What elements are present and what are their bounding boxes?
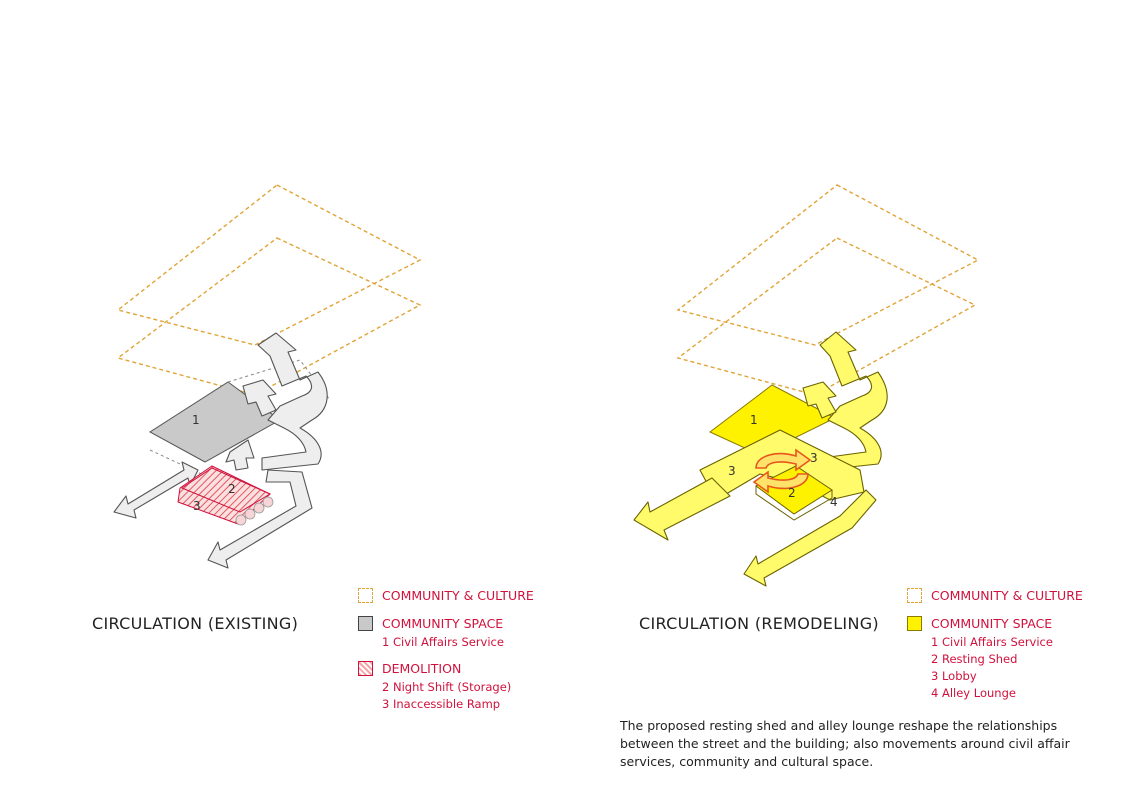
zone-label-4-r: 4 — [830, 495, 838, 509]
arrow-up-main — [257, 332, 328, 471]
culture-swatch — [907, 587, 922, 603]
circulation-arrows — [113, 332, 328, 569]
legend-culture-row: COMMUNITY & CULTURE — [907, 585, 1083, 605]
space-swatch — [358, 615, 373, 631]
loop-arrow-top — [755, 448, 812, 472]
remodeling-diagram: 1 2 3 3 4 — [633, 184, 980, 587]
legend-culture-row: COMMUNITY & CULTURE — [358, 585, 534, 605]
arrow-up-secondary — [242, 379, 277, 417]
zone-label-1-r: 1 — [750, 413, 758, 427]
legend-demolition-row: DEMOLITION — [358, 658, 534, 678]
legend-existing: COMMUNITY & CULTURE COMMUNITY SPACE 1 Ci… — [358, 585, 534, 712]
arrow-up-secondary-r — [802, 381, 837, 419]
inaccessible-ramp-3 — [235, 496, 274, 526]
title-remodeling: CIRCULATION (REMODELING) — [639, 614, 879, 633]
legend-remodeling: COMMUNITY & CULTURE COMMUNITY SPACE 1 Ci… — [907, 585, 1083, 701]
legend-space-row: COMMUNITY SPACE — [358, 613, 534, 633]
legend-space-item: 2 Resting Shed — [931, 651, 1018, 666]
title-existing: CIRCULATION (EXISTING) — [92, 614, 299, 633]
demolition-swatch — [358, 660, 373, 676]
description-text: The proposed resting shed and alley loun… — [620, 718, 1070, 769]
legend-demolition-item: 3 Inaccessible Ramp — [382, 696, 501, 711]
culture-floor-upper — [116, 184, 422, 346]
zone-label-2-r: 2 — [788, 486, 796, 500]
zone-label-1: 1 — [192, 413, 200, 427]
demolition-2-roof — [180, 467, 272, 513]
legend-space-row: COMMUNITY SPACE — [907, 613, 1083, 633]
arrow-entry — [225, 439, 255, 471]
loop-arrow-bottom — [752, 470, 809, 494]
zone-label-3b-r: 3 — [810, 451, 818, 465]
legend-demolition-label: DEMOLITION — [382, 660, 462, 676]
legend-space-item: 4 Alley Lounge — [931, 685, 1016, 700]
arrow-down-left — [113, 461, 199, 519]
culture-floor-lower — [116, 237, 422, 396]
culture-swatch — [358, 587, 373, 603]
culture-floor-upper-r — [676, 184, 980, 346]
legend-space-item: 3 Lobby — [931, 668, 977, 683]
legend-space-label: COMMUNITY SPACE — [382, 615, 504, 631]
legend-culture-label: COMMUNITY & CULTURE — [931, 587, 1083, 603]
lobby-path — [699, 429, 865, 501]
legend-space-item: 1 Civil Affairs Service — [931, 634, 1053, 649]
legend-space-item: 1 Civil Affairs Service — [382, 634, 504, 649]
arrow-down-long — [207, 469, 313, 569]
zone-label-3: 3 — [193, 499, 201, 513]
circulation-arrows-remodel — [633, 331, 888, 587]
resting-shed-side — [755, 486, 833, 521]
arrow-down-long-r — [743, 489, 877, 587]
culture-floor-lower-r — [676, 237, 977, 396]
arrow-down-left-r — [633, 477, 731, 541]
legend-demolition-item: 2 Night Shift (Storage) — [382, 679, 512, 694]
zone-label-2: 2 — [228, 482, 236, 496]
legend-culture-label: COMMUNITY & CULTURE — [382, 587, 534, 603]
lobby-loop-arrows — [752, 448, 812, 494]
legend-space-label: COMMUNITY SPACE — [931, 615, 1053, 631]
existing-diagram: 1 2 3 — [113, 184, 422, 569]
space-swatch — [907, 615, 922, 631]
zone-label-3a-r: 3 — [728, 464, 736, 478]
